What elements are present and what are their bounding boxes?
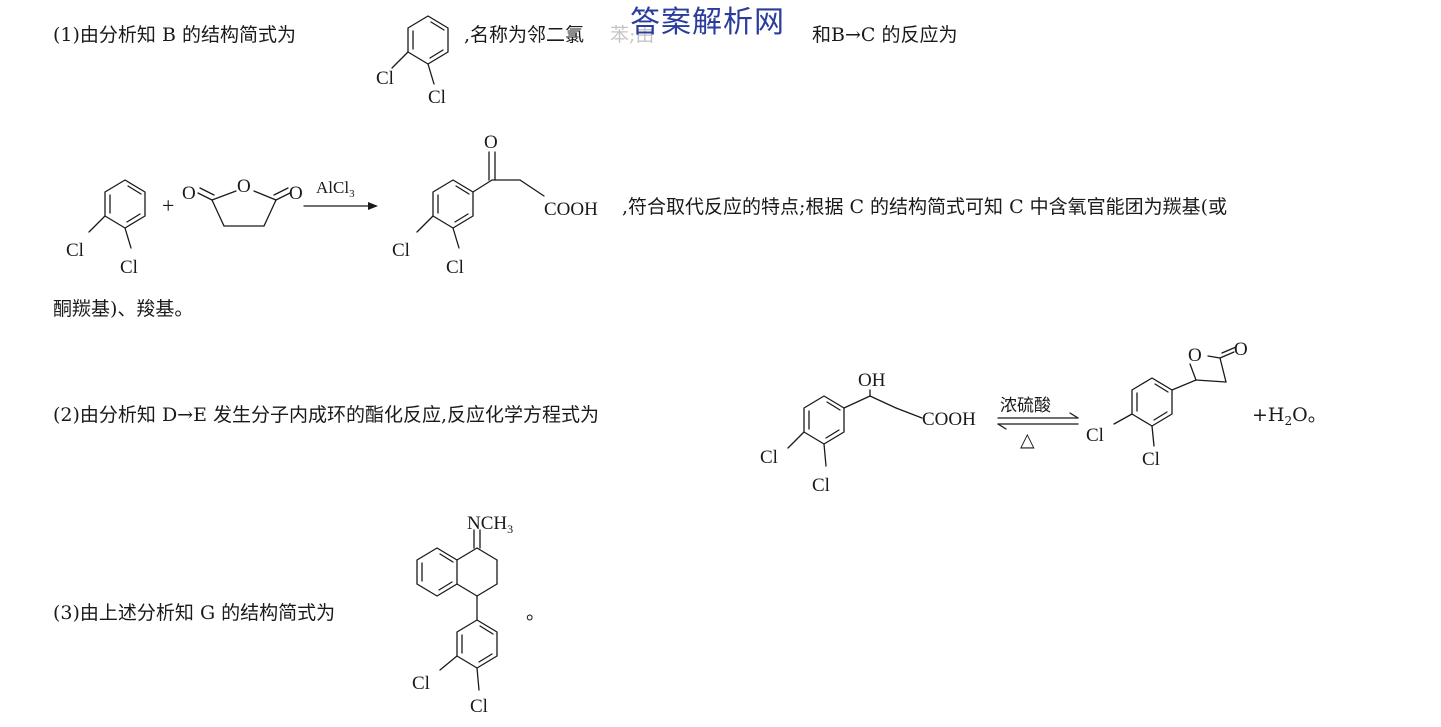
e-carbonyl-o: O (1234, 339, 1248, 360)
g-cl1-label: Cl (412, 673, 430, 694)
p3-end: 。 (526, 602, 546, 624)
p1-mid: ,名称为邻二氯 (464, 24, 585, 46)
structure-g: NCH3 Cl Cl (412, 513, 513, 717)
r1-reagent: AlCl3 (316, 178, 355, 200)
equilibrium-arrow: 浓硫酸 △ (997, 396, 1079, 451)
p1-prefix: (1)由分析知 B 的结构简式为 (53, 24, 296, 46)
g-nch3-label: NCH3 (467, 513, 513, 536)
r1-cl2-label: Cl (120, 257, 138, 278)
structure-b: Cl Cl (376, 15, 449, 108)
c-cooh-label: COOH (544, 199, 598, 220)
p2-text: (2)由分析知 D→E 发生分子内成环的酯化反应,反应化学方程式为 (53, 404, 600, 426)
d-cooh-label: COOH (922, 409, 976, 430)
r1-o-right: O (289, 183, 303, 204)
p1-hidden: 苯;由 (610, 24, 655, 46)
cond-top: 浓硫酸 (1000, 396, 1051, 415)
e-ring-o: O (1188, 345, 1202, 366)
reactant-succinic-anhydride: O O O (182, 176, 303, 227)
reaction1-after: ,符合取代反应的特点;根据 C 的结构简式可知 C 中含氧官能团为羰基(或 (622, 196, 1228, 218)
r1-o-left: O (182, 183, 196, 204)
r1-o-ring: O (237, 176, 251, 197)
d-cl1-label: Cl (760, 447, 778, 468)
d-oh-label: OH (858, 370, 886, 391)
r1-plus: + (162, 193, 174, 218)
reactant-dichlorobenzene: Cl Cl (66, 179, 146, 278)
reaction1-arrow: AlCl3 (303, 178, 378, 210)
p3-text: (3)由上述分析知 G 的结构简式为 (53, 602, 336, 624)
c-cl1-label: Cl (392, 240, 410, 261)
watermark: 答案解析网 (630, 5, 785, 40)
d-cl2-label: Cl (812, 475, 830, 496)
cond-bottom: △ (1020, 430, 1035, 451)
e-cl2-label: Cl (1142, 449, 1160, 470)
p1-suffix: 和B→C 的反应为 (812, 24, 958, 46)
b-cl2-label: Cl (428, 87, 446, 108)
product-c: O Cl Cl COOH (392, 132, 598, 278)
g-cl2-label: Cl (470, 696, 488, 717)
r1-cl1-label: Cl (66, 240, 84, 261)
c-cl2-label: Cl (446, 257, 464, 278)
e-cl1-label: Cl (1086, 425, 1104, 446)
water-formula: +H2O。 (1252, 404, 1327, 428)
c-o-label: O (484, 132, 498, 153)
structure-e: O O Cl Cl (1086, 339, 1248, 470)
b-cl1-label: Cl (376, 68, 394, 89)
structure-d: OH Cl Cl COOH (760, 370, 976, 496)
p1-end: 酮羰基)、羧基。 (53, 298, 194, 320)
